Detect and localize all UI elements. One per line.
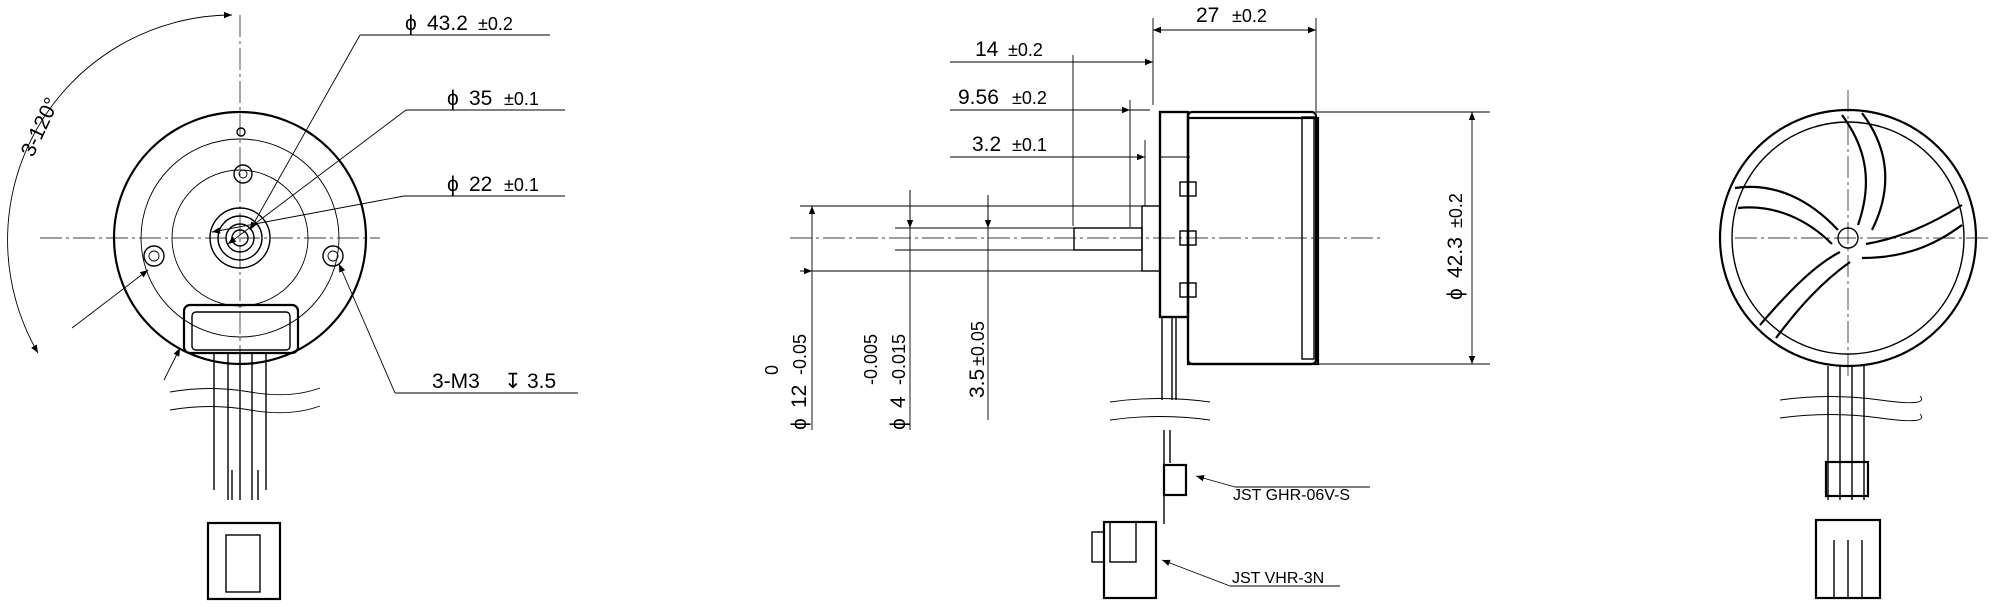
svg-text:27: 27: [1196, 4, 1219, 27]
svg-text:42.3: 42.3: [1444, 237, 1467, 278]
svg-text:±0.1: ±0.1: [504, 175, 539, 195]
svg-text:ϕ: ϕ: [447, 173, 459, 196]
svg-text:±0.2: ±0.2: [1232, 6, 1267, 26]
svg-text:22: 22: [469, 173, 492, 196]
height-label: ϕ 42.3 ±0.2: [1444, 193, 1467, 300]
dia-outer-label: ϕ 43.2 ±0.2: [405, 12, 513, 35]
svg-text:4: 4: [887, 396, 910, 408]
shaft-dia-label: ϕ 4 -0.005 -0.015: [861, 334, 910, 430]
svg-text:ϕ: ϕ: [447, 87, 459, 110]
angle-label: 3-120°: [17, 94, 64, 160]
boss-dia-label: ϕ 12 0 -0.05: [762, 334, 811, 430]
svg-text:3.5: 3.5: [527, 370, 556, 393]
svg-text:-0.015: -0.015: [889, 334, 909, 385]
svg-text:-0.005: -0.005: [861, 334, 881, 385]
hub-len-label: 9.56 ±0.2: [958, 86, 1047, 109]
svg-text:35: 35: [469, 87, 492, 110]
svg-text:±0.2: ±0.2: [1446, 193, 1466, 228]
svg-text:14: 14: [975, 38, 999, 61]
rear-view: [1718, 90, 1990, 600]
svg-text:±0.2: ±0.2: [1012, 88, 1047, 108]
svg-text:-0.05: -0.05: [790, 334, 810, 375]
svg-text:±0.1: ±0.1: [504, 89, 539, 109]
svg-text:±0.05: ±0.05: [968, 321, 988, 366]
flat-label: 3.5 ±0.05: [966, 321, 989, 398]
front-view: [7, 11, 578, 601]
svg-text:12: 12: [788, 385, 811, 408]
length-label: 27 ±0.2: [1196, 4, 1267, 27]
flange-label: 3.2 ±0.1: [972, 133, 1047, 156]
side-view: [790, 18, 1490, 600]
svg-text:±0.2: ±0.2: [478, 14, 513, 34]
shaft-len-label: 14 ±0.2: [975, 38, 1043, 61]
svg-text:3.5: 3.5: [966, 369, 989, 398]
dia-hub-label: ϕ 22 ±0.1: [447, 173, 539, 196]
connector-small-label: JST GHR-06V-S: [1233, 487, 1350, 504]
svg-text:3-M3: 3-M3: [432, 370, 480, 393]
svg-text:ϕ: ϕ: [1444, 288, 1467, 300]
svg-text:ϕ: ϕ: [887, 418, 910, 430]
dia-pcd-label: ϕ 35 ±0.1: [447, 87, 539, 110]
connector-large-label: JST VHR-3N: [1232, 570, 1324, 587]
svg-text:ϕ: ϕ: [405, 12, 417, 35]
thread-label: 3-M3 ↧ 3.5: [432, 370, 556, 393]
svg-text:±0.1: ±0.1: [1012, 135, 1047, 155]
svg-text:43.2: 43.2: [427, 12, 468, 35]
svg-text:0: 0: [762, 365, 782, 375]
svg-text:±0.2: ±0.2: [1008, 40, 1043, 60]
svg-text:ϕ: ϕ: [788, 418, 811, 430]
svg-text:↧: ↧: [504, 370, 522, 393]
svg-text:3.2: 3.2: [972, 133, 1001, 156]
svg-text:9.56: 9.56: [958, 86, 999, 109]
